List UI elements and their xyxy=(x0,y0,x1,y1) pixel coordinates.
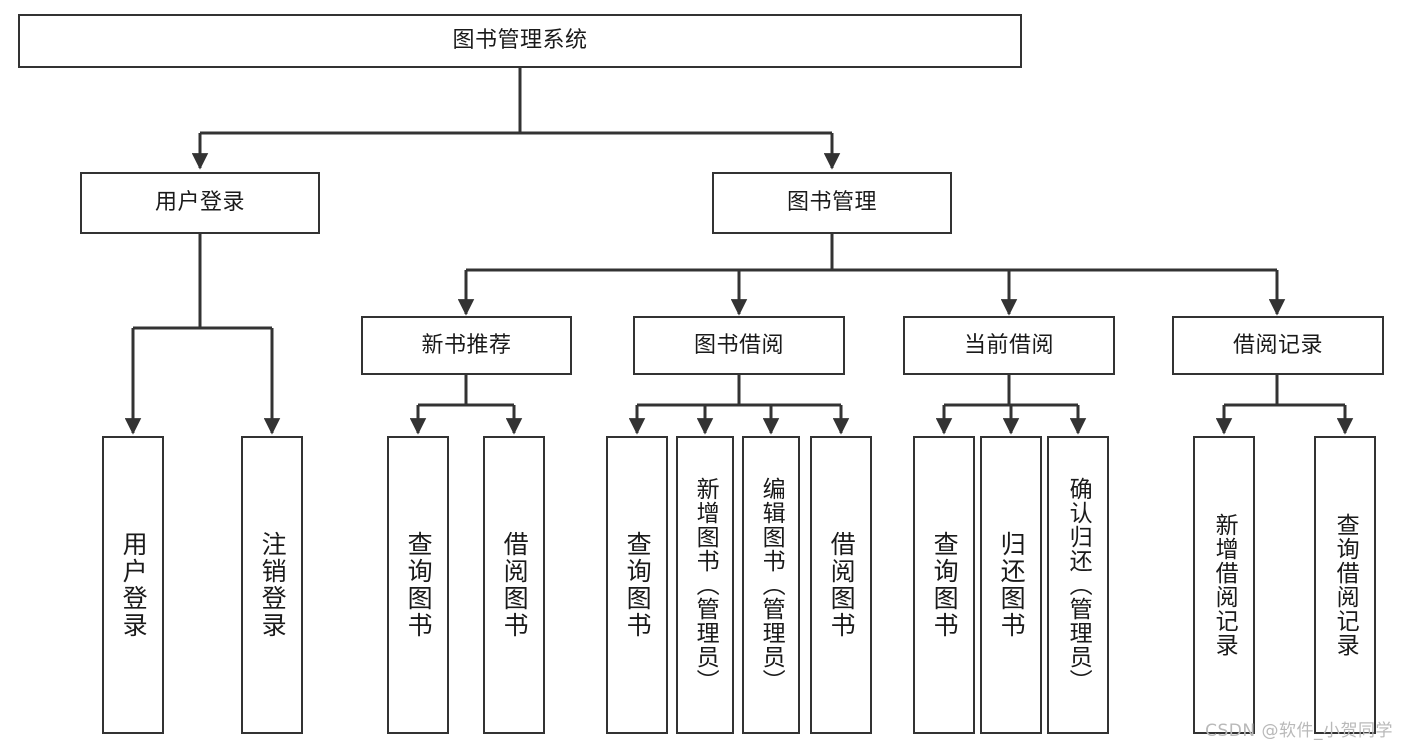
node-user-login[interactable]: 用户登录 xyxy=(80,172,320,234)
node-root-label: 图书管理系统 xyxy=(452,28,588,54)
leaf-query-book-2[interactable]: 查询图书 xyxy=(606,436,668,734)
node-borrow-record-label: 借阅记录 xyxy=(1232,332,1323,358)
node-book-borrow-label: 图书借阅 xyxy=(693,332,784,358)
leaf-query-book-2-label: 查询图书 xyxy=(623,531,653,639)
watermark-text: CSDN @软件_小贺同学 xyxy=(1205,721,1393,741)
leaf-add-book[interactable]: 新增图书（管理员） xyxy=(676,436,734,734)
leaf-edit-book[interactable]: 编辑图书（管理员） xyxy=(742,436,800,734)
leaf-query-book-1-label: 查询图书 xyxy=(404,531,434,639)
leaf-confirm-return[interactable]: 确认归还（管理员） xyxy=(1047,436,1109,734)
node-book-manage[interactable]: 图书管理 xyxy=(712,172,952,234)
node-book-borrow[interactable]: 图书借阅 xyxy=(633,316,845,375)
leaf-query-book-3[interactable]: 查询图书 xyxy=(913,436,975,734)
leaf-add-book-label: 新增图书（管理员） xyxy=(692,477,719,693)
node-root[interactable]: 图书管理系统 xyxy=(18,14,1022,68)
node-current-borrow-label: 当前借阅 xyxy=(963,332,1054,358)
leaf-borrow-book-1-label: 借阅图书 xyxy=(500,531,530,639)
leaf-borrow-book-2-label: 借阅图书 xyxy=(827,531,857,639)
node-new-book-rec-label: 新书推荐 xyxy=(421,332,512,358)
leaf-return-book-label: 归还图书 xyxy=(997,531,1027,639)
leaf-query-record-label: 查询借阅记录 xyxy=(1332,513,1359,657)
node-book-manage-label: 图书管理 xyxy=(786,190,877,216)
leaf-query-book-1[interactable]: 查询图书 xyxy=(387,436,449,734)
leaf-logout-label: 注销登录 xyxy=(258,531,288,639)
leaf-borrow-book-2[interactable]: 借阅图书 xyxy=(810,436,872,734)
node-current-borrow[interactable]: 当前借阅 xyxy=(903,316,1115,375)
leaf-add-record[interactable]: 新增借阅记录 xyxy=(1193,436,1255,734)
node-new-book-rec[interactable]: 新书推荐 xyxy=(361,316,572,375)
leaf-user-login[interactable]: 用户登录 xyxy=(102,436,164,734)
leaf-return-book[interactable]: 归还图书 xyxy=(980,436,1042,734)
node-user-login-label: 用户登录 xyxy=(154,190,245,216)
leaf-user-login-label: 用户登录 xyxy=(119,531,149,639)
leaf-edit-book-label: 编辑图书（管理员） xyxy=(758,477,785,693)
leaf-add-record-label: 新增借阅记录 xyxy=(1211,513,1238,657)
leaf-query-record[interactable]: 查询借阅记录 xyxy=(1314,436,1376,734)
node-borrow-record[interactable]: 借阅记录 xyxy=(1172,316,1384,375)
leaf-logout[interactable]: 注销登录 xyxy=(241,436,303,734)
leaf-confirm-return-label: 确认归还（管理员） xyxy=(1065,477,1092,693)
leaf-query-book-3-label: 查询图书 xyxy=(930,531,960,639)
leaf-borrow-book-1[interactable]: 借阅图书 xyxy=(483,436,545,734)
